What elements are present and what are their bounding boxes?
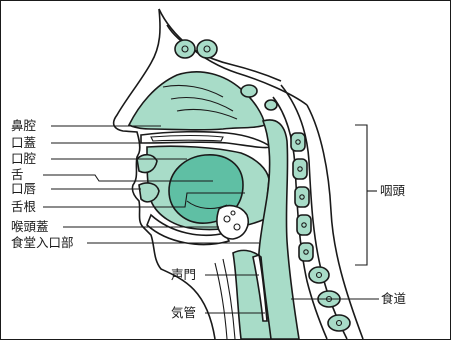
vertebrae (291, 133, 350, 331)
hyoid-epiglottis-cluster (217, 206, 248, 239)
nasal-cavity-region (129, 72, 265, 130)
pharynx-bracket (355, 125, 367, 265)
label-pharynx: 咽頭 (380, 183, 406, 198)
label-esophagus: 食道 (381, 291, 407, 306)
label-glottis: 声門 (171, 267, 196, 282)
anatomy-illustration (114, 9, 363, 339)
label-esophageal-entrance: 食堂入口部 (11, 235, 74, 250)
label-trachea: 気管 (171, 305, 196, 320)
neck-front-line (215, 259, 235, 339)
hard-palate (141, 132, 271, 148)
label-tongue-root: 舌根 (11, 199, 37, 214)
label-tongue: 舌 (11, 167, 24, 182)
label-palate: 口蓋 (11, 135, 36, 150)
label-epiglottis: 喉頭蓋 (11, 219, 49, 234)
label-nasal-cavity: 鼻腔 (11, 118, 36, 133)
label-oral-cavity: 口腔 (11, 151, 36, 166)
label-lips: 口唇 (11, 181, 37, 196)
